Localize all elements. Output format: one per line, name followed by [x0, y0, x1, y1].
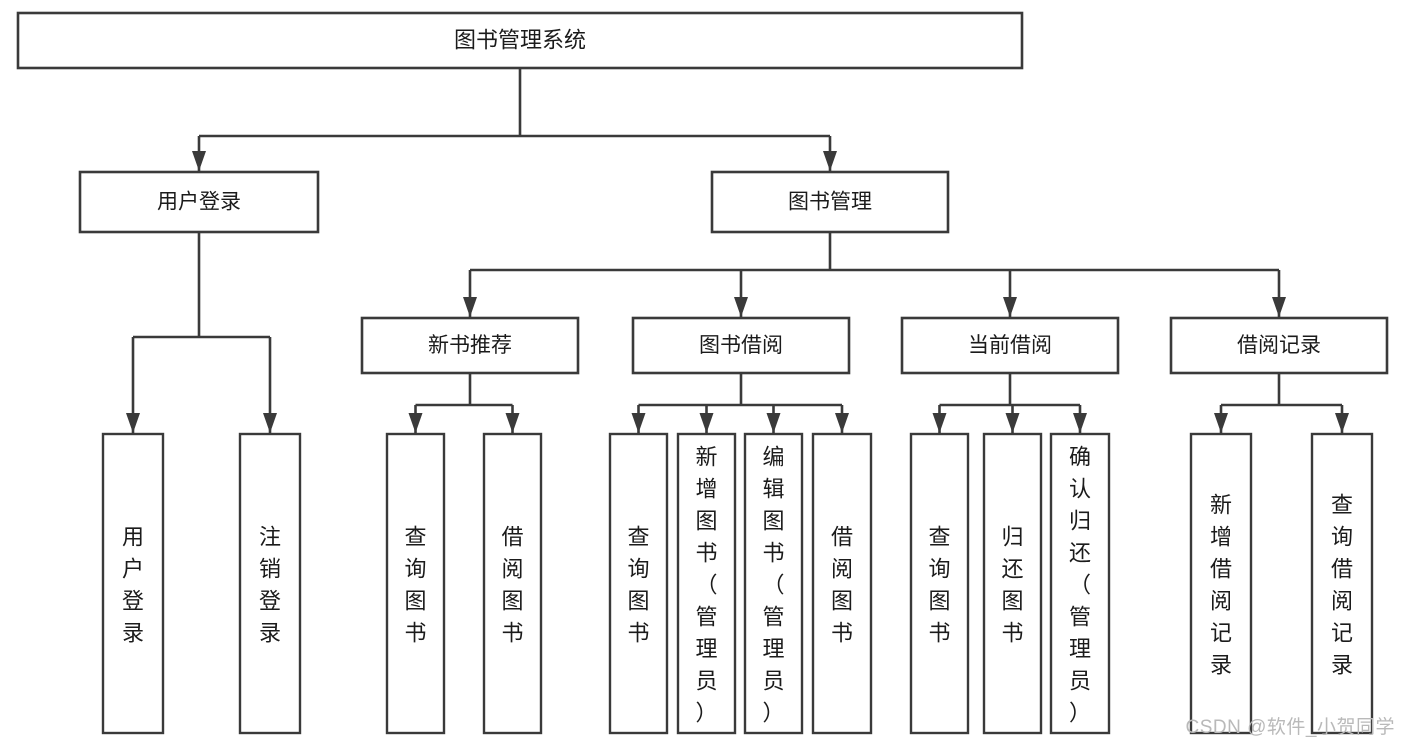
arrowhead-icon	[408, 413, 423, 433]
node-label-新书推荐: 新书推荐	[428, 334, 512, 357]
node-box-查询图书[interactable]	[909, 432, 970, 735]
node-box-借阅图书[interactable]	[482, 432, 543, 735]
node-label-图书借阅: 图书借阅	[699, 334, 783, 357]
node-layer: 图书管理系统用户登录图书管理新书推荐图书借阅当前借阅借阅记录用户登录注销登录查询…	[16, 11, 1389, 735]
node-label-查询借阅记录: 查询借阅记录	[1331, 492, 1353, 677]
arrowhead-icon	[1005, 413, 1020, 433]
arrowhead-icon	[505, 413, 520, 433]
node-level1-1[interactable]: 图书管理	[710, 170, 950, 234]
leaf-node-10[interactable]: 确认归还（管理员）	[1049, 432, 1111, 735]
node-label-借阅图书: 借阅图书	[501, 524, 523, 645]
arrowhead-icon	[835, 413, 849, 433]
node-label-归还图书: 归还图书	[1001, 524, 1023, 645]
node-box-借阅图书[interactable]	[811, 432, 873, 735]
node-label-借阅记录: 借阅记录	[1237, 334, 1321, 357]
leaf-node-12[interactable]: 查询借阅记录	[1310, 432, 1374, 735]
fan-userlogin-to-leaves	[126, 232, 277, 433]
node-box-确认归还管理员[interactable]	[1049, 432, 1111, 735]
arrowhead-icon	[463, 297, 477, 317]
leaf-node-2[interactable]: 查询图书	[385, 432, 446, 735]
node-box-图书借阅[interactable]	[631, 316, 851, 375]
fan-current-to-leaves	[932, 373, 1087, 433]
node-box-当前借阅[interactable]	[900, 316, 1120, 375]
connector-layer	[126, 68, 1349, 433]
fan-borrow-to-leaves	[631, 373, 849, 433]
node-label-编辑图书管理员: 编辑图书（管理员）	[762, 444, 784, 725]
node-label-图书管理系统: 图书管理系统	[454, 27, 586, 52]
fan-bookmgmt-to-level2	[463, 232, 1286, 317]
node-box-归还图书[interactable]	[982, 432, 1043, 735]
fan-records-to-leaves	[1214, 373, 1349, 433]
node-label-图书管理: 图书管理	[788, 191, 872, 214]
fan-root-to-level1	[192, 68, 837, 171]
arrowhead-icon	[766, 413, 781, 433]
node-label-用户登录: 用户登录	[122, 524, 144, 645]
arrowhead-icon	[1073, 413, 1087, 433]
node-label-借阅图书: 借阅图书	[831, 524, 853, 645]
node-box-图书管理系统[interactable]	[16, 11, 1024, 70]
leaf-node-1[interactable]: 注销登录	[238, 432, 302, 735]
node-level1-0[interactable]: 用户登录	[78, 170, 320, 234]
leaf-node-8[interactable]: 查询图书	[909, 432, 970, 735]
node-label-新增借阅记录: 新增借阅记录	[1210, 492, 1232, 677]
node-box-图书管理[interactable]	[710, 170, 950, 234]
node-box-新书推荐[interactable]	[360, 316, 580, 375]
leaf-node-5[interactable]: 新增图书（管理员）	[676, 432, 737, 735]
node-label-当前借阅: 当前借阅	[968, 334, 1052, 357]
node-label-查询图书: 查询图书	[928, 524, 950, 645]
node-box-查询图书[interactable]	[385, 432, 446, 735]
node-box-查询图书[interactable]	[608, 432, 669, 735]
node-box-新增借阅记录[interactable]	[1189, 432, 1253, 735]
arrowhead-icon	[699, 413, 714, 433]
arrowhead-icon	[823, 151, 837, 171]
node-box-新增图书管理员[interactable]	[676, 432, 737, 735]
arrowhead-icon	[1003, 297, 1017, 317]
arrowhead-icon	[932, 413, 947, 433]
node-box-用户登录[interactable]	[101, 432, 165, 735]
node-label-查询图书: 查询图书	[627, 524, 649, 645]
leaf-node-0[interactable]: 用户登录	[101, 432, 165, 735]
leaf-node-3[interactable]: 借阅图书	[482, 432, 543, 735]
node-box-查询借阅记录[interactable]	[1310, 432, 1374, 735]
arrowhead-icon	[263, 413, 277, 433]
node-label-查询图书: 查询图书	[404, 524, 426, 645]
node-root-0[interactable]: 图书管理系统	[16, 11, 1024, 70]
leaf-node-4[interactable]: 查询图书	[608, 432, 669, 735]
leaf-node-11[interactable]: 新增借阅记录	[1189, 432, 1253, 735]
leaf-node-6[interactable]: 编辑图书（管理员）	[743, 432, 804, 735]
node-box-注销登录[interactable]	[238, 432, 302, 735]
node-level2-3[interactable]: 借阅记录	[1169, 316, 1389, 375]
arrowhead-icon	[192, 151, 206, 171]
node-label-新增图书管理员: 新增图书（管理员）	[695, 444, 717, 725]
fan-newbook-to-leaves	[408, 373, 520, 433]
node-level2-0[interactable]: 新书推荐	[360, 316, 580, 375]
node-box-编辑图书管理员[interactable]	[743, 432, 804, 735]
node-box-借阅记录[interactable]	[1169, 316, 1389, 375]
arrowhead-icon	[1335, 413, 1349, 433]
arrowhead-icon	[1272, 297, 1286, 317]
node-label-注销登录: 注销登录	[259, 524, 281, 645]
node-box-用户登录[interactable]	[78, 170, 320, 234]
leaf-node-9[interactable]: 归还图书	[982, 432, 1043, 735]
arrowhead-icon	[126, 413, 140, 433]
arrowhead-icon	[1214, 413, 1228, 433]
leaf-node-7[interactable]: 借阅图书	[811, 432, 873, 735]
arrowhead-icon	[631, 413, 646, 433]
arrowhead-icon	[734, 297, 748, 317]
node-label-确认归还管理员: 确认归还（管理员）	[1069, 444, 1091, 725]
node-label-用户登录: 用户登录	[157, 191, 241, 214]
node-level2-2[interactable]: 当前借阅	[900, 316, 1120, 375]
node-level2-1[interactable]: 图书借阅	[631, 316, 851, 375]
